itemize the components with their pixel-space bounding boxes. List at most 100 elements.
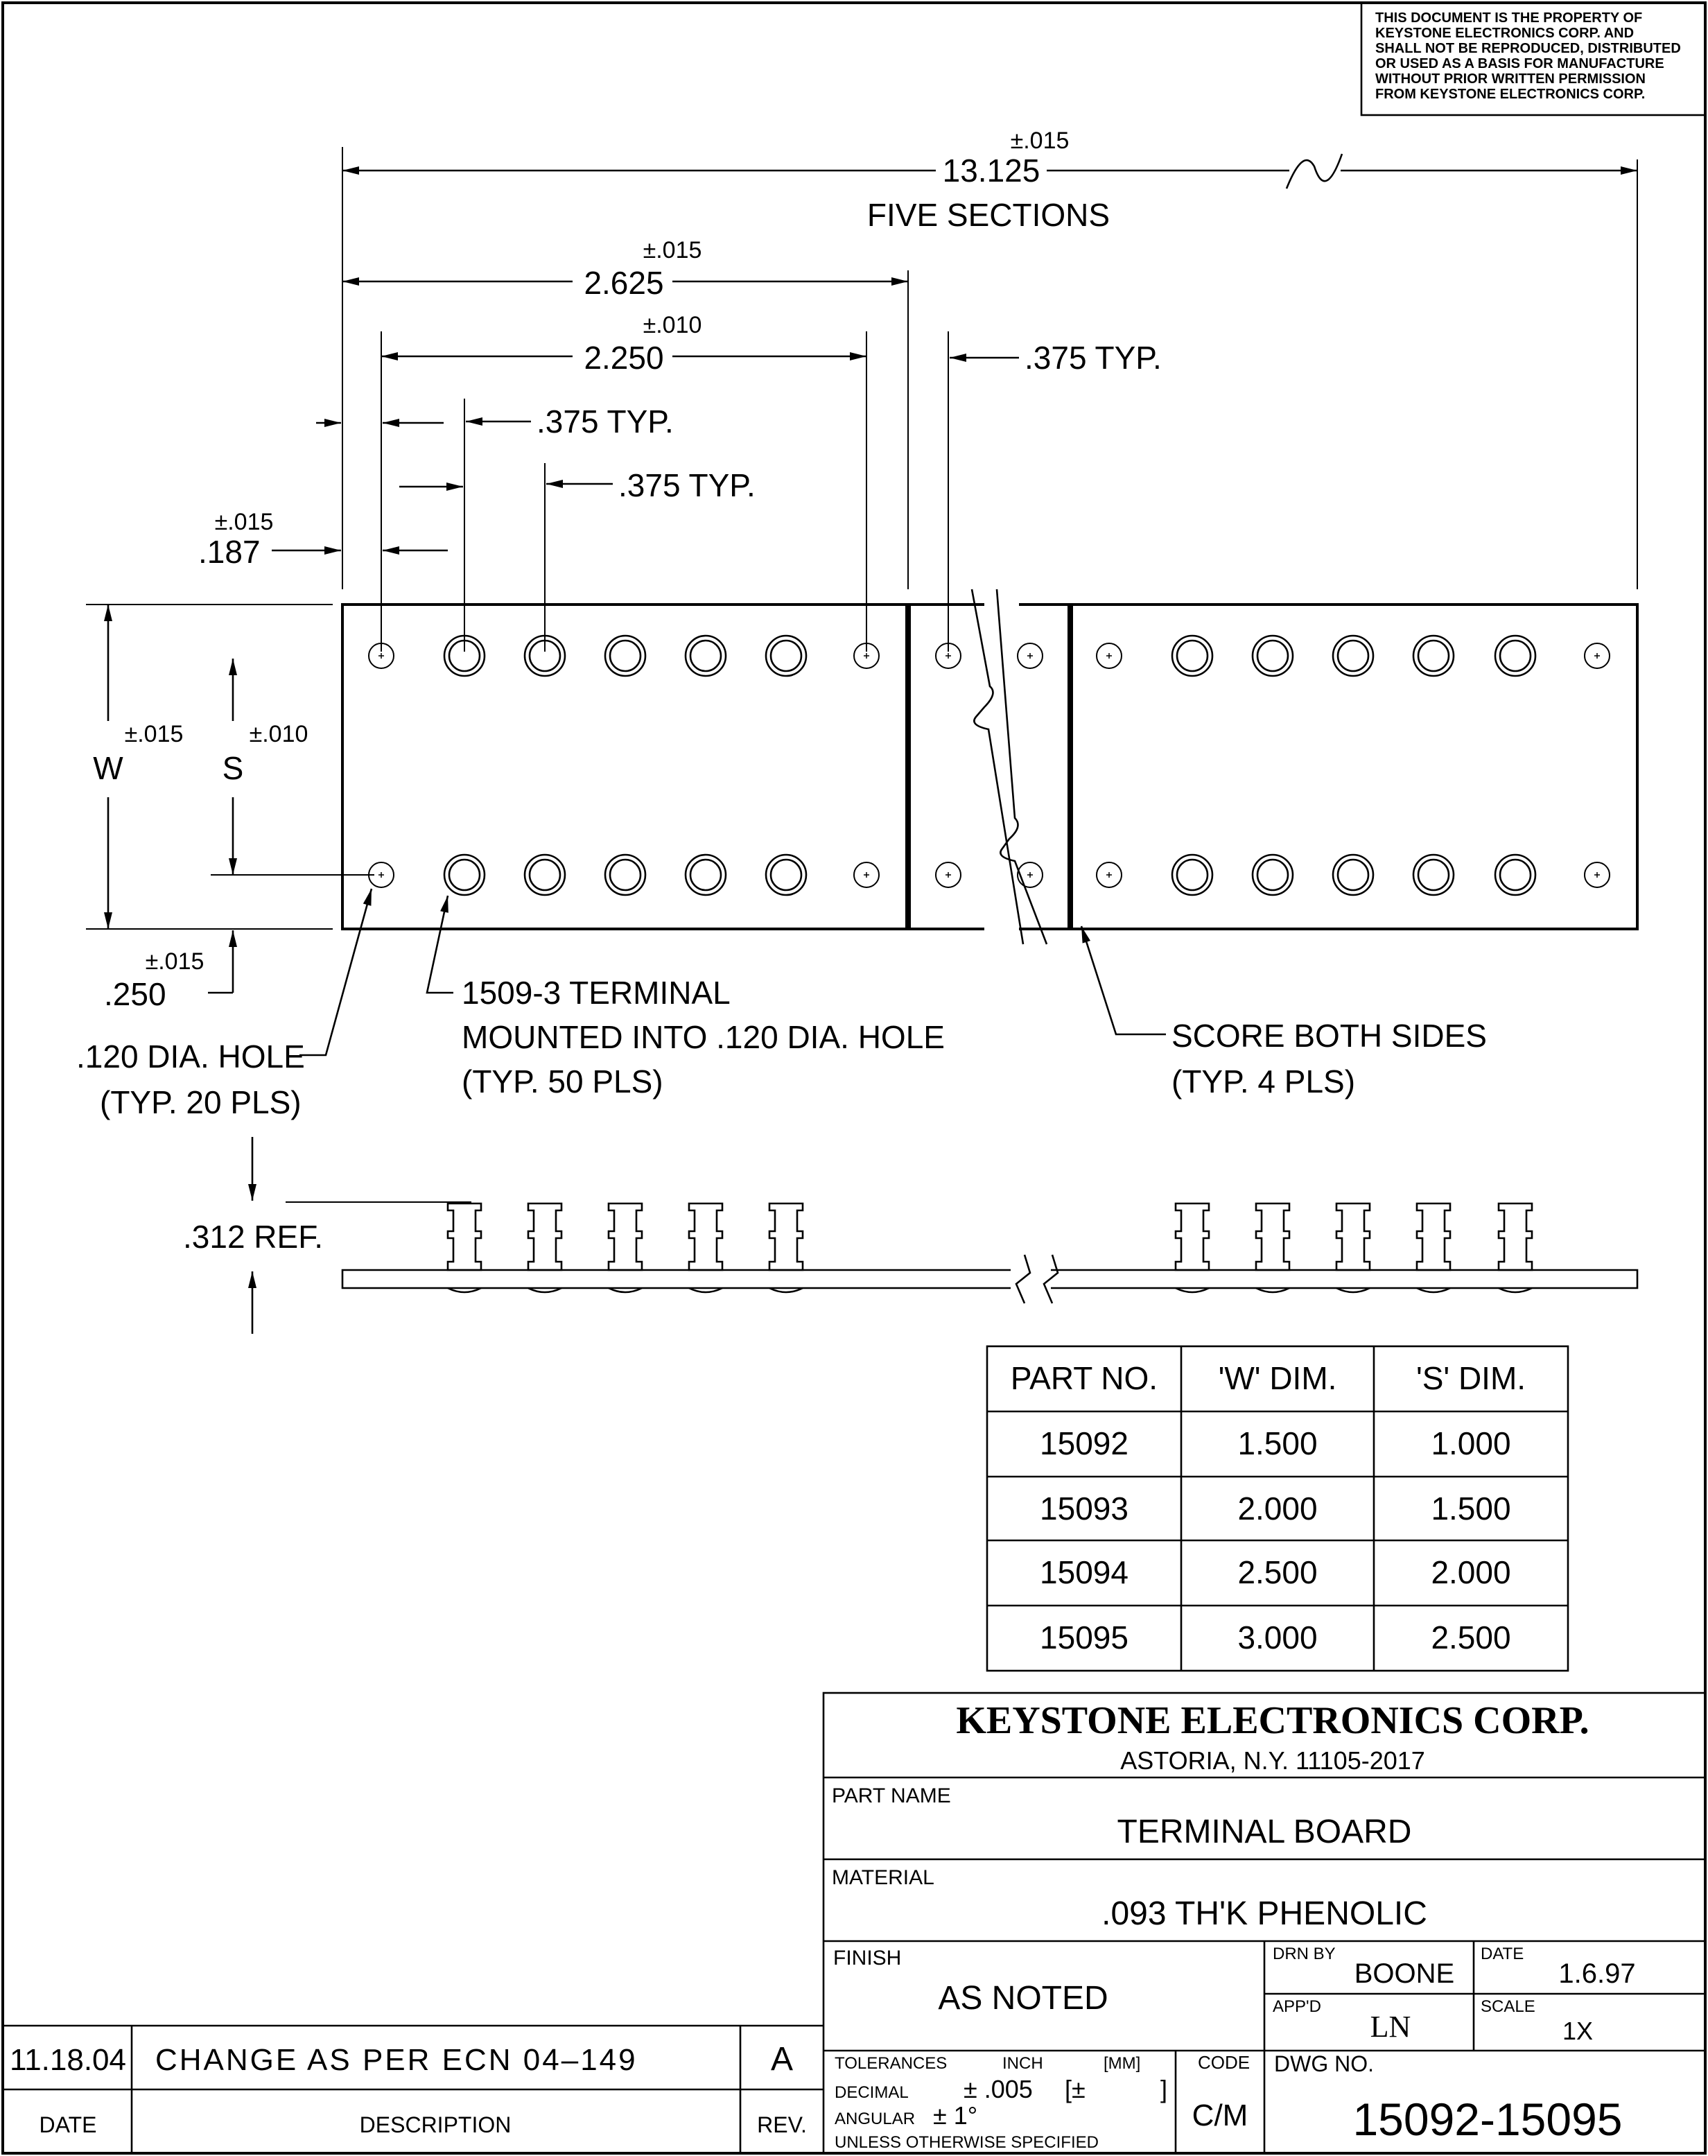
score-pitch: .375 TYP. — [1025, 340, 1162, 376]
board-top-view — [341, 589, 1639, 945]
hole-span-tolerance: ±.010 — [643, 312, 702, 338]
terminal-top — [1412, 634, 1455, 677]
notice-line: FROM KEYSTONE ELECTRONICS CORP. — [1375, 87, 1645, 102]
parts-table: PART NO. 'W' DIM. 'S' DIM. 15092 1.500 1… — [986, 1345, 1569, 1672]
terminal-side — [688, 1202, 724, 1294]
hole-pitch: .375 TYP. — [537, 403, 674, 440]
dimensions: ±.015 13.125 FIVE SECTIONS ±.015 2.625 ±… — [86, 128, 1638, 1012]
angular-label: ANGULAR — [835, 2110, 915, 2128]
table-header: 'S' DIM. — [1416, 1360, 1526, 1396]
code: C/M — [1192, 2098, 1248, 2132]
decimal-label: DECIMAL — [835, 2083, 909, 2102]
scale-label: SCALE — [1481, 1997, 1535, 2016]
w-tolerance: ±.015 — [125, 721, 184, 747]
holes-group — [368, 634, 1610, 896]
terminal-callout: 1509-3 TERMINAL — [462, 975, 731, 1011]
finish-label: FINISH — [833, 1947, 901, 1970]
decimal-tolerance: ± .005 — [964, 2075, 1033, 2103]
terminal-side — [1415, 1202, 1452, 1294]
terminal-top — [1171, 853, 1214, 896]
mounting-hole — [853, 862, 880, 888]
terminal-top — [604, 634, 647, 677]
mounting-hole — [1584, 643, 1610, 669]
material: .093 TH'K PHENOLIC — [1101, 1895, 1427, 1932]
drawn-by: BOONE — [1354, 1958, 1454, 1989]
mounting-hole — [1017, 862, 1043, 888]
terminal-side — [1174, 1202, 1210, 1294]
terminal-top — [1251, 634, 1294, 677]
ownership-notice: THIS DOCUMENT IS THE PROPERTY OF KEYSTON… — [1360, 1, 1707, 116]
table-cell: 15093 — [1040, 1490, 1128, 1527]
terminal-top — [1251, 853, 1294, 896]
terminal-side — [1497, 1202, 1533, 1294]
notice-line: WITHOUT PRIOR WRITTEN PERMISSION — [1375, 71, 1646, 87]
w-dimension: W — [93, 750, 123, 786]
score-callout-count: (TYP. 4 PLS) — [1171, 1063, 1355, 1099]
terminal-top — [1171, 634, 1214, 677]
terminal-callout-mount: MOUNTED INTO .120 DIA. HOLE — [462, 1019, 945, 1055]
table-cell: 2.000 — [1237, 1490, 1317, 1527]
hole-span: 2.250 — [584, 340, 663, 376]
part-name: TERMINAL BOARD — [1117, 1814, 1412, 1850]
table-cell: 2.500 — [1237, 1554, 1317, 1590]
table-header: PART NO. — [1011, 1360, 1158, 1396]
revision-date: 11.18.04 — [10, 2043, 126, 2077]
terminal-top — [1494, 634, 1537, 677]
mm-label: [MM] — [1104, 2054, 1140, 2073]
mounting-hole — [935, 862, 961, 888]
terminal-top — [1412, 853, 1455, 896]
drawn-by-label: DRN BY — [1273, 1945, 1336, 1963]
terminal-top — [765, 634, 808, 677]
revision-date-label: DATE — [40, 2112, 97, 2137]
finish: AS NOTED — [938, 1980, 1108, 2017]
score-callout: SCORE BOTH SIDES — [1171, 1018, 1487, 1054]
table-cell: 3.000 — [1237, 1619, 1317, 1655]
terminal-side — [1335, 1202, 1371, 1294]
date-label: DATE — [1481, 1945, 1524, 1963]
material-label: MATERIAL — [832, 1866, 934, 1889]
hole-callout-count: (TYP. 20 PLS) — [100, 1084, 302, 1120]
terminal-top — [765, 853, 808, 896]
terminal-top — [1332, 634, 1375, 677]
drawing-number: 15092-15095 — [1352, 2094, 1622, 2145]
mounting-hole — [1584, 862, 1610, 888]
callouts: .120 DIA. HOLE (TYP. 20 PLS) 1509-3 TERM… — [76, 888, 1487, 1120]
table-cell: 1.000 — [1431, 1425, 1510, 1461]
terminal-top — [604, 853, 647, 896]
height-reference: .312 REF. — [183, 1219, 323, 1255]
part-name-label: PART NAME — [832, 1784, 951, 1807]
scale: 1X — [1562, 2017, 1593, 2045]
company-address: ASTORIA, N.Y. 11105-2017 — [1120, 1746, 1425, 1775]
mounting-hole — [1096, 862, 1122, 888]
bottom-distance: .250 — [104, 976, 166, 1012]
notice-line: THIS DOCUMENT IS THE PROPERTY OF — [1375, 10, 1642, 26]
notice-line: OR USED AS A BASIS FOR MANUFACTURE — [1375, 56, 1664, 71]
bottom-tolerance: ±.015 — [146, 948, 204, 975]
approved-label: APP'D — [1273, 1997, 1321, 2016]
mounting-hole — [1096, 643, 1122, 669]
terminal-pitch: .375 TYP. — [618, 467, 756, 503]
decimal-mm-close: ] — [1160, 2075, 1167, 2103]
drawing-date: 1.6.97 — [1558, 1958, 1635, 1989]
overall-note: FIVE SECTIONS — [867, 197, 1110, 233]
revision-description: CHANGE AS PER ECN 04–149 — [155, 2043, 638, 2077]
hole-callout: .120 DIA. HOLE — [76, 1038, 305, 1075]
terminal-top — [684, 634, 727, 677]
terminal-callout-count: (TYP. 50 PLS) — [462, 1063, 663, 1099]
revision-block: 11.18.04 CHANGE AS PER ECN 04–149 A DATE… — [3, 2024, 824, 2153]
section-length: 2.625 — [584, 265, 663, 301]
notice-line: SHALL NOT BE REPRODUCED, DISTRIBUTED — [1375, 41, 1681, 56]
overall-tolerance: ±.015 — [1011, 128, 1070, 154]
tolerances-label: TOLERANCES — [835, 2054, 947, 2073]
angular-tolerance: ± 1° — [933, 2101, 977, 2130]
terminal-top — [1332, 853, 1375, 896]
s-tolerance: ±.010 — [250, 721, 308, 747]
tolerance-note: UNLESS OTHERWISE SPECIFIED — [835, 2133, 1099, 2152]
terminals-group — [446, 1202, 1533, 1294]
section-tolerance: ±.015 — [643, 237, 702, 263]
code-label: CODE — [1198, 2052, 1250, 2073]
terminal-top — [1494, 853, 1537, 896]
decimal-mm-tolerance: [± — [1065, 2075, 1086, 2103]
